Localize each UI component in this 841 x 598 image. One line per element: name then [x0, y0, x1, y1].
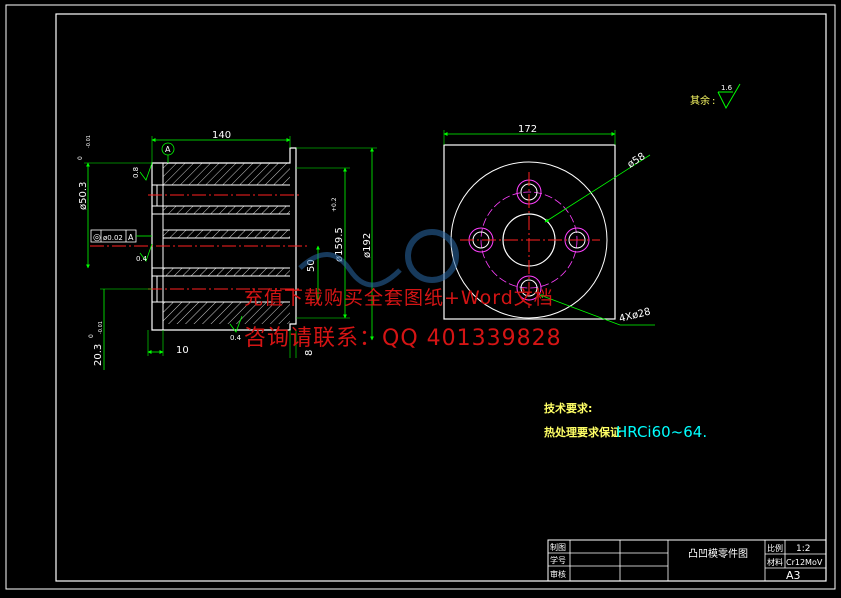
depth-50-dim: 50: [306, 259, 317, 272]
front-outline: [151, 147, 297, 331]
svg-text::: :: [712, 96, 715, 107]
tech-req-title: 技术要求:: [544, 401, 592, 415]
hatch-lower-web: [163, 268, 290, 276]
lower-dia-tol-bottom: -0.01: [98, 321, 104, 334]
lower-dia-tol-top: 0: [88, 334, 95, 338]
front-view: 140 A ø50.3 0 -0.01 ◎ ø0.02 A 0.8 0.4 0.…: [77, 130, 377, 370]
tb-sheet: A3: [786, 569, 801, 582]
left-dia-dim: ø50.3: [78, 182, 89, 210]
outer-dia-dim: ø192: [362, 233, 373, 258]
title-block: 制图 学号 审核 凸凹模零件图 比例 1:2 材料 Cr12MoV A3: [547, 539, 827, 582]
watermark-logo: [298, 229, 459, 288]
front-width-dim: 140: [212, 130, 231, 141]
sheet-outer-border: [5, 4, 836, 590]
roughness-symbol-2: 0.4: [136, 243, 153, 263]
roughness-symbol-3: 0.4: [229, 315, 243, 342]
bore-dia-tol: +0.2: [331, 197, 338, 212]
tb-row3: 审核: [550, 569, 566, 579]
tb-row1: 制图: [550, 542, 566, 552]
left-dia-tol-bottom: -0.01: [86, 135, 92, 148]
bore-dia-dim: ø159.5: [334, 227, 345, 262]
tech-req-line1-value: HRCi60~64.: [616, 423, 707, 441]
svg-text:0.4: 0.4: [136, 255, 148, 263]
hatch-mid: [163, 230, 290, 238]
tb-drawing-name: 凸凹模零件图: [688, 548, 748, 560]
tolerance-symbol: ◎: [93, 233, 101, 243]
dim-8: 8: [304, 350, 315, 356]
watermark-line-2: 咨询请联系：QQ 401339828: [244, 326, 562, 351]
side-width-dim: 172: [518, 124, 537, 135]
pcd-dim: ø58: [626, 151, 648, 170]
dim-10: 10: [176, 345, 189, 356]
hatch-lower-flange: [163, 302, 290, 324]
roughness-rest-symbol: 其余 : 1.6: [690, 83, 741, 110]
tech-req-line1-label: 热处理要求保证: [544, 425, 621, 439]
tb-material-label: 材料: [767, 557, 783, 567]
tolerance-value: ø0.02: [103, 234, 123, 242]
tb-scale-value: 1:2: [796, 544, 810, 554]
tolerance-datum: A: [128, 233, 134, 242]
technical-requirements: 技术要求: 热处理要求保证 HRCi60~64.: [544, 401, 707, 441]
datum-a-top: A: [165, 145, 171, 154]
sheet-inner-border: [55, 13, 827, 582]
left-dia-tol-top: 0: [77, 156, 84, 160]
roughness-rest-label: 其余: [690, 94, 710, 107]
lower-dia-dim: 20.3: [93, 344, 104, 366]
roughness-symbol-1: 0.8: [132, 162, 153, 181]
tb-material-value: Cr12MoV: [786, 558, 823, 567]
hatch-upper-flange: [163, 206, 290, 214]
holes-dim: 4Xø28: [618, 306, 652, 324]
watermark-line-1: 充值下载购买全套图纸+Word文档: [244, 287, 554, 309]
svg-text:0.8: 0.8: [132, 167, 140, 178]
svg-text:0.4: 0.4: [230, 334, 242, 342]
tb-row2: 学号: [550, 555, 566, 565]
tb-scale-label: 比例: [767, 543, 783, 553]
roughness-rest-value: 1.6: [721, 84, 733, 92]
hatch-upper-web: [163, 163, 290, 185]
